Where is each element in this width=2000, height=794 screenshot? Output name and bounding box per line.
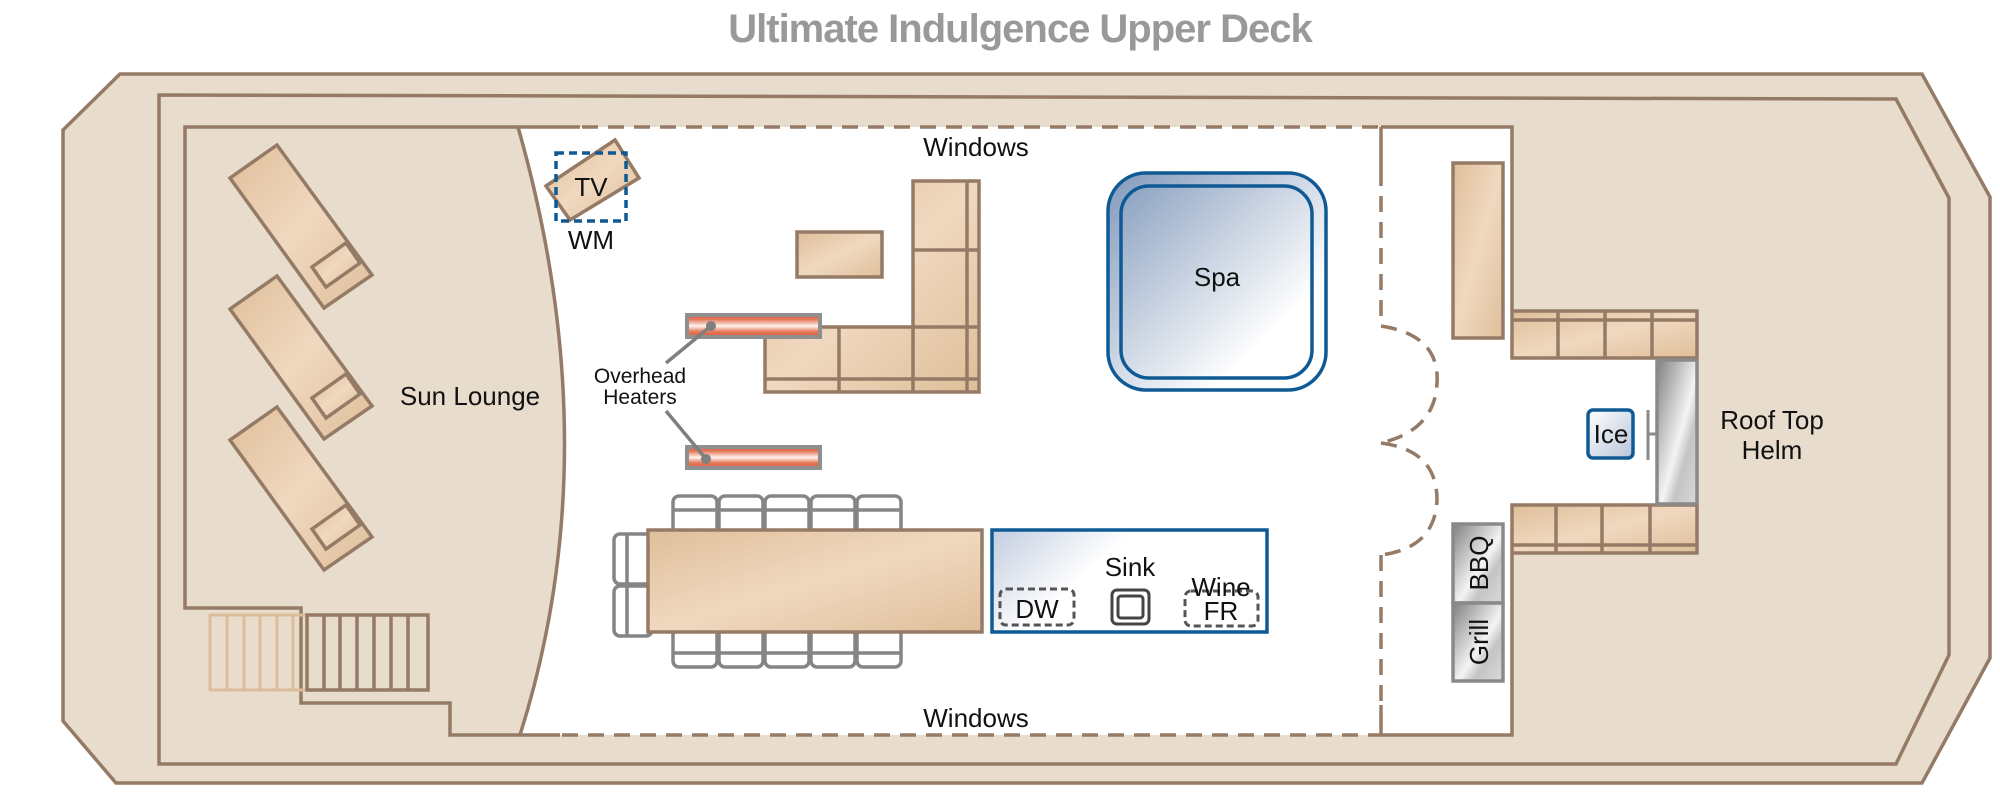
l-sofa (763, 179, 981, 394)
sun-lounger (227, 404, 375, 573)
wall-mount-outline (554, 151, 628, 223)
tv-label: TV (574, 172, 608, 202)
heater-leader-line (664, 324, 713, 365)
overhead-heater (685, 445, 822, 470)
helm-bench-bottom (1510, 503, 1699, 555)
sun-lounger (227, 273, 375, 442)
overhead-heater (685, 313, 822, 339)
windows-top-label: Windows (923, 132, 1028, 162)
sink-basin (1116, 594, 1145, 620)
dishwasher-outline (998, 587, 1076, 627)
dishwasher-label: DW (1015, 594, 1059, 624)
heaters-label-line1: Overhead (594, 365, 686, 388)
bar-area-wall (1381, 125, 1514, 737)
bbq-grill: BBQ Grill (1451, 522, 1505, 683)
helm-console (1655, 358, 1699, 506)
wine-fridge-label-line2: FR (1204, 596, 1239, 626)
wine-fridge-outline (1183, 589, 1260, 628)
coffee-table (795, 230, 884, 279)
dining-chairs (612, 494, 903, 669)
bbq-label: BBQ (1464, 536, 1494, 591)
stairs (208, 613, 430, 692)
page-title: Ultimate Indulgence Upper Deck (728, 7, 1313, 51)
ice-maker: Ice (1586, 408, 1635, 460)
sun-lounge-label: Sun Lounge (400, 381, 540, 411)
door-swing-upper (1380, 324, 1439, 445)
heater-leader-dot (701, 454, 711, 464)
ice-label: Ice (1594, 419, 1629, 449)
spa-label: Spa (1194, 262, 1241, 292)
salon-curved-wall (516, 126, 567, 736)
sun-lounger (227, 142, 375, 311)
kitchen-island: DW Sink Wine FR (990, 528, 1269, 634)
wall-mount-label: WM (568, 225, 614, 255)
sun-lounge-border (183, 125, 520, 737)
windows-bottom-label: Windows (923, 703, 1028, 733)
railing-border (157, 93, 1951, 766)
heater-leader-dot (706, 321, 716, 331)
sink-label: Sink (1105, 552, 1157, 582)
heaters-label-line2: Heaters (603, 386, 677, 409)
dining-table (646, 528, 984, 634)
helm-bench-top (1510, 309, 1699, 360)
tv: TV (543, 137, 642, 223)
roof-top-helm-label-line1: Roof Top (1720, 405, 1824, 435)
sink-outer (1110, 588, 1151, 626)
spa: Spa (1106, 171, 1328, 392)
door-swing-lower (1380, 441, 1439, 557)
heater-leader-line (664, 409, 708, 461)
wine-fridge-label-line1: Wine (1191, 572, 1250, 602)
bar-cabinet (1451, 161, 1505, 340)
grill-label: Grill (1464, 619, 1494, 665)
roof-top-helm-label-line2: Helm (1742, 435, 1803, 465)
